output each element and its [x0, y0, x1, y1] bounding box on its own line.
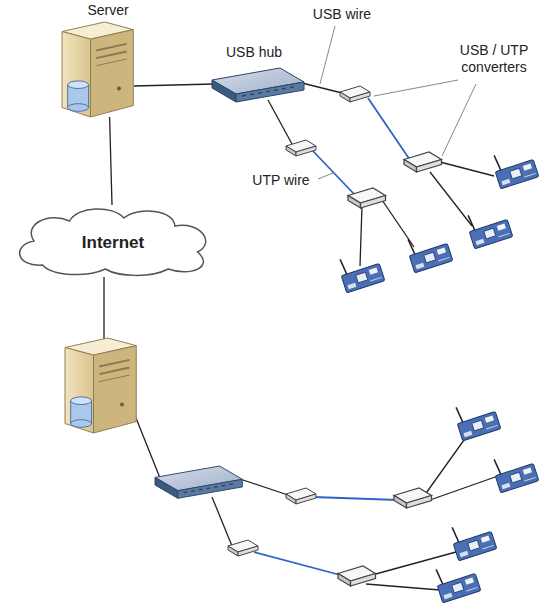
cloud-shape	[20, 209, 206, 275]
wire-label: UTP wire	[246, 172, 316, 189]
cloud-label: Internet	[82, 233, 144, 253]
leader-lines	[318, 26, 476, 179]
wire-label: USB wire	[302, 6, 382, 23]
hub-label: USB hub	[214, 44, 294, 61]
converter-label: USB / UTP converters	[452, 42, 536, 76]
server-node: Server	[55, 2, 161, 117]
internet-cloud: Internet	[10, 205, 216, 277]
mote-wires	[360, 162, 498, 590]
usb-wires	[104, 82, 342, 546]
utp-wires	[254, 98, 410, 576]
connector-line	[110, 117, 112, 205]
server-label: Server	[55, 2, 161, 19]
